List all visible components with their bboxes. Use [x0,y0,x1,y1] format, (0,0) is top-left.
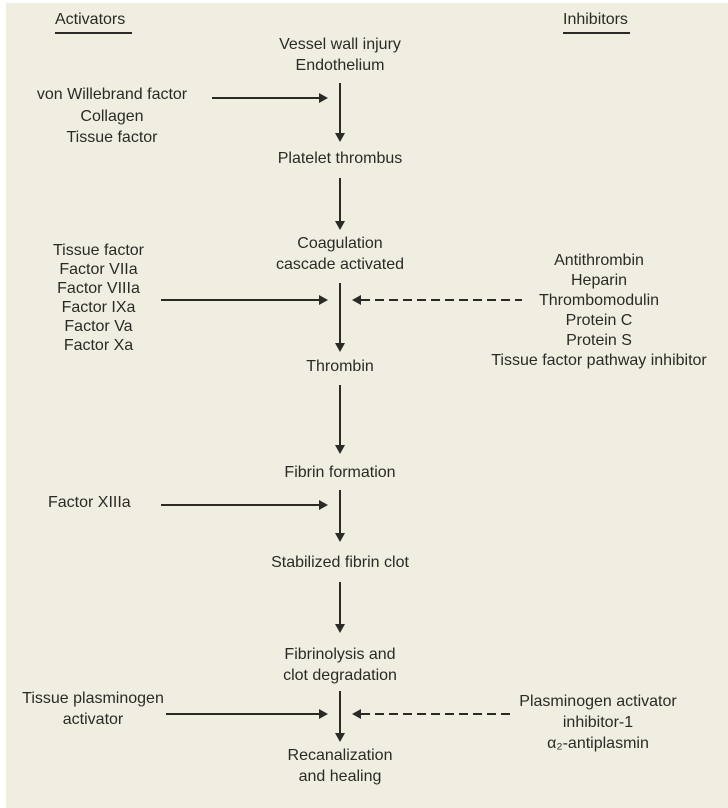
text-line: Plasminogen activator [519,693,677,710]
left-margin [0,0,6,808]
arrow-activators-fibrin-icon [161,500,328,510]
text-line: Factor Xa [63,337,134,354]
inhibitors-heading: Inhibitors [563,10,630,34]
text-line: Tissue factor pathway inhibitor [491,352,707,369]
text-line: Stabilized fibrin clot [271,554,409,571]
arrow-endothelium-to-platelet-icon [335,83,345,142]
text-line: Protein S [566,332,632,349]
text-line: Fibrinolysis and [284,646,396,663]
text-line: α₂-antiplasmin [547,735,649,752]
text-line: Heparin [570,272,628,289]
node-platelet-thrombus: Platelet thrombus [190,148,490,169]
text-line: Factor IXa [61,299,136,316]
text-line: Collagen [80,107,144,125]
text-line: Protein C [565,312,633,329]
arrow-inhibitors-fibrinolysis-icon [352,709,510,719]
activators-heading-label: Activators [55,10,133,34]
text-line: Tissue plasminogen [22,690,164,707]
arrow-activators-coagulation-icon [161,295,328,305]
text-line: Coagulation [297,235,383,252]
text-line: Fibrin formation [284,464,396,481]
top-margin [0,0,728,3]
text-line: Recanalization [287,747,393,764]
arrow-fibrin-to-stabilized-icon [335,490,345,542]
node-thrombin: Thrombin [190,356,490,377]
activators-fibrin-group: Factor XIIIa [48,493,208,512]
node-stabilized-fibrin-clot: Stabilized fibrin clot [190,552,490,573]
inhibitors-heading-label: Inhibitors [563,10,630,34]
text-line: Endothelium [295,57,385,74]
arrow-thrombin-to-fibrin-icon [335,385,345,454]
node-fibrinolysis: Fibrinolysis and clot degradation [190,644,490,686]
text-line: Platelet thrombus [277,150,403,167]
arrow-stabilized-to-fibrinolysis-icon [335,582,345,633]
arrow-inhibitors-coagulation-icon [352,295,522,305]
arrow-activators-fibrinolysis-icon [166,709,328,719]
node-coagulation-cascade: Coagulation cascade activated [190,233,490,275]
text-line: Factor Va [64,318,133,335]
text-line: Factor VIIIa [57,280,140,297]
text-line: Vessel wall injury [279,36,401,53]
text-line: cascade activated [275,256,405,273]
text-line: Tissue factor [53,242,144,259]
activators-fibrinolysis-group: Tissue plasminogen activator [13,688,173,730]
text-line: Antithrombin [554,252,644,269]
inhibitors-fibrinolysis-group: Plasminogen activator inhibitor-1 α₂-antip… [478,691,718,754]
arrow-activators-vessel-injury-icon [212,93,328,103]
arrow-fibrinolysis-to-recanalization-icon [335,691,345,742]
arrow-platelet-to-coagulation-icon [335,178,345,230]
text-line: clot degradation [283,667,397,684]
text-line: Thrombomodulin [538,292,660,309]
text-line: Tissue factor [66,129,158,146]
arrow-coagulation-to-thrombin-icon [335,283,345,352]
text-line: von Willebrand factor [36,86,188,103]
text-line: Factor XIIIa [48,494,131,511]
node-recanalization: Recanalization and healing [190,745,490,787]
text-line: and healing [298,768,382,785]
node-fibrin-formation: Fibrin formation [190,462,490,483]
activators-heading: Activators [55,10,133,34]
text-line: Factor VIIa [59,261,138,278]
text-line: activator [62,711,124,728]
text-line: Thrombin [306,358,374,375]
text-line: inhibitor-1 [562,714,634,731]
